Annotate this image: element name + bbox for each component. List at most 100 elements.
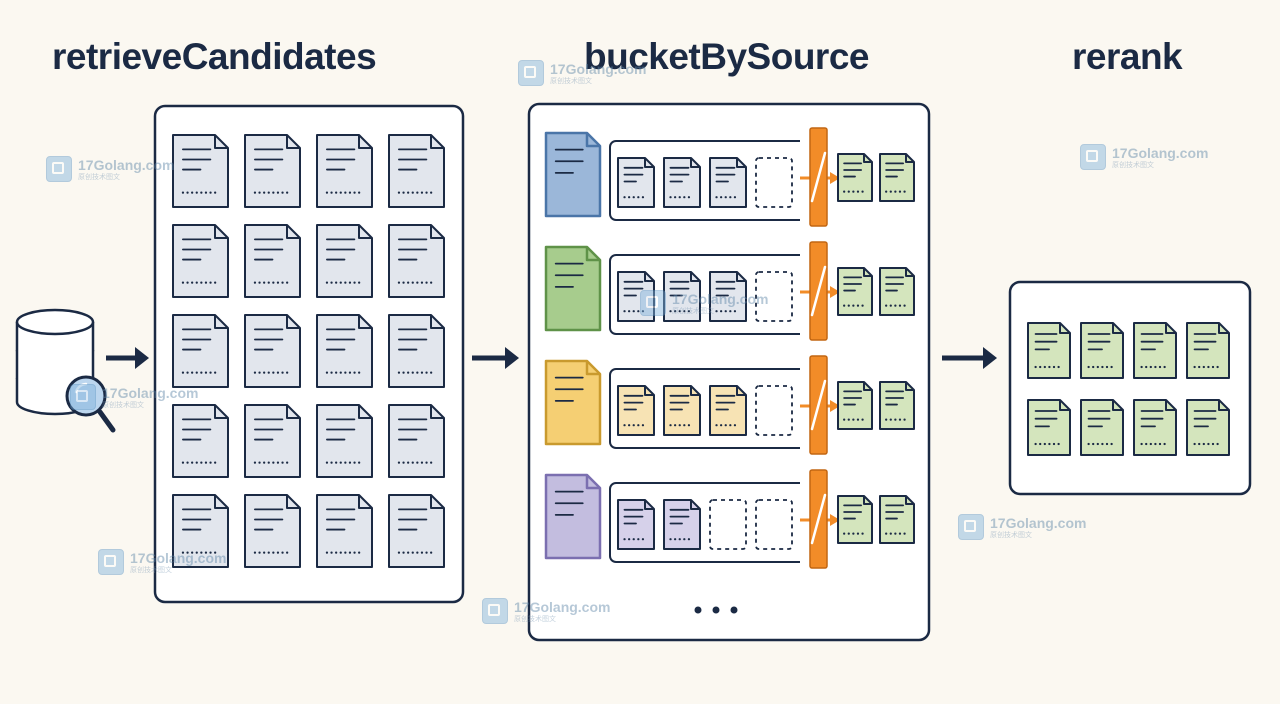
candidate-doc bbox=[244, 314, 301, 388]
watermark-logo-icon bbox=[46, 156, 72, 182]
doc-body bbox=[617, 157, 655, 208]
stage-title-bucket: bucketBySource bbox=[584, 36, 870, 77]
doc-body bbox=[244, 224, 301, 298]
empty-slot bbox=[709, 499, 747, 550]
bucket-tray bbox=[609, 368, 800, 449]
bucket-doc bbox=[663, 157, 701, 208]
doc-fold bbox=[736, 158, 746, 168]
source-doc-icon bbox=[544, 245, 602, 332]
doc-body bbox=[244, 314, 301, 388]
bucket-doc bbox=[709, 157, 747, 208]
doc-body bbox=[837, 153, 873, 202]
doc-body bbox=[388, 134, 445, 208]
arrow-head bbox=[135, 347, 149, 369]
ranked-doc bbox=[1027, 322, 1071, 379]
bucket-doc bbox=[709, 271, 747, 322]
empty-slot bbox=[755, 385, 793, 436]
cutoff-filter-icon bbox=[809, 355, 828, 455]
doc-fold bbox=[214, 315, 228, 329]
doc-body bbox=[1186, 399, 1230, 456]
doc-fold bbox=[690, 386, 700, 396]
doc-body bbox=[544, 359, 602, 446]
doc-body bbox=[1080, 322, 1124, 379]
arrow-head bbox=[505, 347, 519, 369]
candidate-doc bbox=[316, 494, 373, 568]
candidate-doc bbox=[172, 314, 229, 388]
doc-body bbox=[617, 271, 655, 322]
filter-stripe bbox=[810, 265, 827, 317]
watermark-text: 17Golang.com bbox=[550, 60, 647, 77]
kept-doc bbox=[879, 153, 915, 202]
doc-body bbox=[1080, 399, 1124, 456]
watermark-subtext: 原创技术图文 bbox=[672, 307, 714, 315]
bucket-doc bbox=[663, 385, 701, 436]
doc-body bbox=[879, 267, 915, 316]
ranked-doc bbox=[1027, 399, 1071, 456]
watermark-text: 17Golang.com bbox=[102, 384, 199, 401]
source-doc-icon bbox=[544, 359, 602, 446]
kept-doc bbox=[837, 267, 873, 316]
ranked-doc bbox=[1186, 322, 1230, 379]
bucket-doc bbox=[617, 385, 655, 436]
doc-fold bbox=[1059, 400, 1070, 411]
doc-body bbox=[1027, 399, 1071, 456]
doc-body bbox=[172, 224, 229, 298]
empty-slot bbox=[755, 271, 793, 322]
ellipsis-dot bbox=[694, 606, 702, 614]
watermark-subtext: 原创技术图文 bbox=[514, 615, 556, 623]
doc-fold bbox=[905, 496, 914, 505]
candidate-doc bbox=[172, 404, 229, 478]
stage-title-rerank: rerank bbox=[1072, 36, 1183, 77]
doc-fold bbox=[736, 272, 746, 282]
doc-fold bbox=[358, 315, 372, 329]
doc-body bbox=[316, 134, 373, 208]
watermark-subtext: 原创技术图文 bbox=[102, 401, 144, 409]
doc-fold bbox=[585, 247, 600, 262]
candidate-doc bbox=[172, 134, 229, 208]
ranked-doc bbox=[1080, 399, 1124, 456]
doc-body bbox=[663, 499, 701, 550]
doc-fold bbox=[1059, 323, 1070, 334]
candidate-doc bbox=[388, 314, 445, 388]
ranked-doc bbox=[1186, 399, 1230, 456]
doc-body bbox=[617, 385, 655, 436]
doc-fold bbox=[286, 405, 300, 419]
candidate-doc bbox=[244, 404, 301, 478]
kept-doc bbox=[837, 495, 873, 544]
doc-body bbox=[172, 404, 229, 478]
pass-arrow-head bbox=[830, 400, 840, 412]
doc-fold bbox=[358, 225, 372, 239]
ellipsis-dot bbox=[712, 606, 720, 614]
doc-fold bbox=[905, 154, 914, 163]
bucket-tray bbox=[609, 254, 800, 335]
doc-fold bbox=[286, 225, 300, 239]
doc-body bbox=[879, 153, 915, 202]
doc-fold bbox=[286, 315, 300, 329]
candidate-doc bbox=[172, 224, 229, 298]
empty-slot bbox=[755, 499, 793, 550]
doc-body bbox=[1133, 322, 1177, 379]
flow-arrow-icon bbox=[472, 347, 519, 369]
source-doc-icon bbox=[544, 473, 602, 560]
candidate-panel bbox=[153, 104, 465, 604]
doc-fold bbox=[430, 495, 444, 509]
doc-body bbox=[244, 134, 301, 208]
doc-body bbox=[544, 473, 602, 560]
doc-fold bbox=[690, 158, 700, 168]
doc-body bbox=[837, 267, 873, 316]
candidate-doc bbox=[388, 134, 445, 208]
doc-fold bbox=[905, 382, 914, 391]
doc-fold bbox=[644, 272, 654, 282]
doc-fold bbox=[863, 382, 872, 391]
kept-doc bbox=[837, 153, 873, 202]
watermark-subtext: 原创技术图文 bbox=[990, 531, 1032, 539]
filter-stripe bbox=[810, 493, 827, 545]
doc-body bbox=[316, 404, 373, 478]
doc-body bbox=[316, 224, 373, 298]
ranked-doc bbox=[1133, 322, 1177, 379]
